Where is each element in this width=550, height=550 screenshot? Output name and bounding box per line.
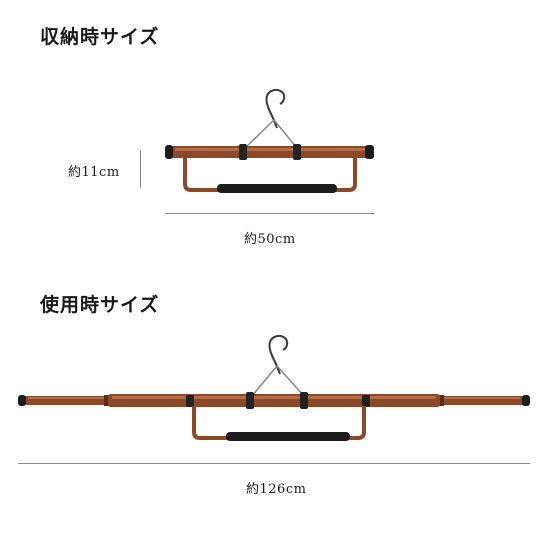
in-use-width-dimension-line: [18, 463, 530, 464]
storage-width-label: 約50cm: [244, 232, 296, 247]
hanger-extended-illustration: [18, 334, 530, 441]
in-use-size-heading: 使用時サイズ: [40, 294, 160, 316]
hook-icon: [268, 334, 289, 375]
storage-width-dimension-line: [165, 213, 375, 214]
hanger-storage-illustration: [165, 88, 374, 193]
top-rod: [169, 146, 371, 158]
grip-bar: [226, 432, 350, 441]
height-dimension-line: [140, 150, 141, 188]
storage-size-heading: 収納時サイズ: [40, 26, 160, 48]
hook-icon: [265, 88, 286, 129]
storage-height-label: 約11cm: [68, 165, 120, 180]
grip-bar: [217, 184, 337, 193]
in-use-width-label: 約126cm: [246, 482, 307, 497]
